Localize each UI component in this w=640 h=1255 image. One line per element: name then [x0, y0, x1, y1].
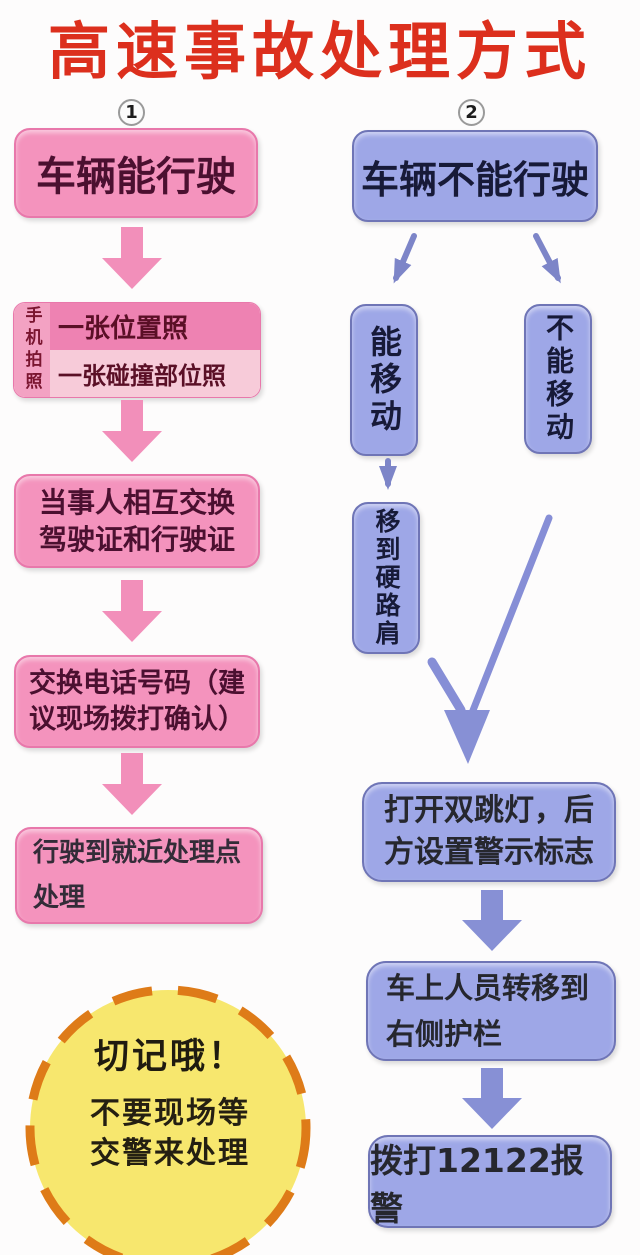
- node-hazard-lights: 打开双跳灯，后 方设置警示标志: [362, 782, 616, 882]
- node-drive-to-point: 行驶到就近处理点 处理: [15, 827, 263, 924]
- hazard-line2: 方设置警示标志: [384, 835, 594, 870]
- hazard-line1: 打开双跳灯，后: [384, 793, 594, 828]
- node-call-12122: 拨打12122报警: [368, 1135, 612, 1228]
- drive-to-point-line2: 处理: [33, 882, 86, 913]
- node-exchange-phone: 交换电话号码（建 议现场拨打确认）: [14, 655, 260, 748]
- node-can-move: 能移动: [350, 304, 418, 456]
- reminder-title: 切记哦！: [93, 1037, 246, 1077]
- photo-row-position: 一张位置照: [50, 303, 260, 350]
- node-exchange-licenses: 当事人相互交换 驾驶证和行驶证: [14, 474, 260, 568]
- reminder-line2: 交警来处理: [90, 1136, 250, 1171]
- exchange-phone-line1: 交换电话号码（建: [29, 667, 245, 699]
- drive-to-point-line1: 行驶到就近处理点: [33, 837, 242, 868]
- node-vehicle-cannot-drive: 车辆不能行驶: [352, 130, 598, 222]
- node-vehicle-can-drive: 车辆能行驶: [14, 128, 258, 218]
- merge-arrow: [427, 514, 553, 764]
- reminder-text: 不要现场等 交警来处理: [30, 1094, 310, 1174]
- exchange-licenses-line1: 当事人相互交换: [38, 486, 235, 519]
- exchange-phone-line2: 议现场拨打确认）: [29, 703, 245, 735]
- phone-photo-side-label: 手机拍照: [14, 303, 50, 397]
- node-cannot-move: 不能移动: [524, 304, 592, 454]
- reminder-line1: 不要现场等: [90, 1096, 250, 1131]
- exchange-licenses-line2: 驾驶证和行驶证: [38, 523, 235, 556]
- transfer-line2: 右侧护栏: [386, 1017, 503, 1051]
- node-transfer-people: 车上人员转移到 右侧护栏: [366, 961, 616, 1061]
- branch-1-badge: 1: [118, 99, 145, 126]
- page-title: 高速事故处理方式: [47, 15, 592, 88]
- node-move-to-shoulder: 移到硬路肩: [352, 502, 420, 654]
- transfer-line1: 车上人员转移到: [386, 971, 590, 1005]
- photo-row-collision: 一张碰撞部位照: [50, 350, 260, 397]
- branch-2-badge: 2: [458, 99, 485, 126]
- node-take-photos: 手机拍照 一张位置照 一张碰撞部位照: [13, 302, 261, 398]
